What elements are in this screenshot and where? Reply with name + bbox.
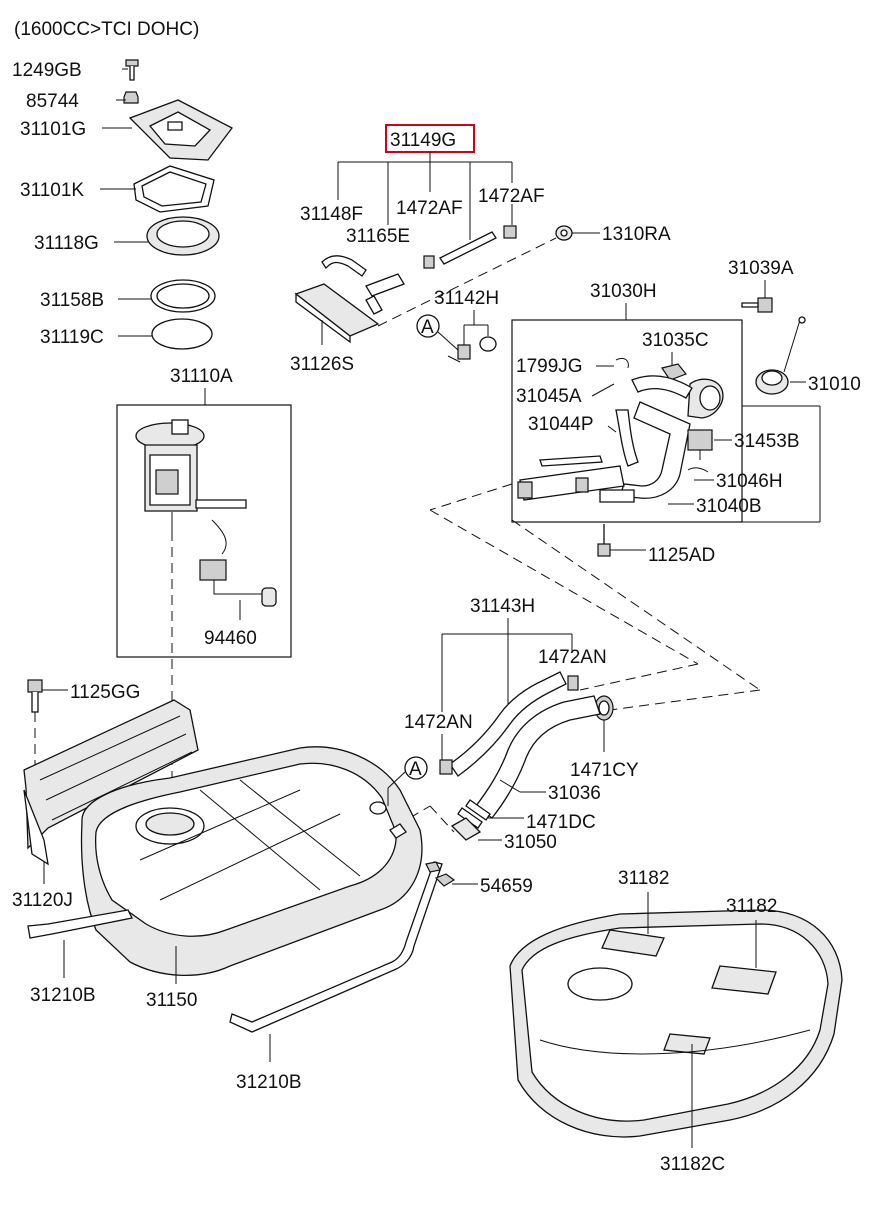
callout-54659: 54659 [480, 876, 533, 897]
callout-31010: 31010 [808, 374, 861, 395]
nut-54659 [434, 873, 456, 887]
callout-85744: 85744 [26, 91, 79, 112]
hose-31036 [475, 695, 601, 819]
cap-31035C [661, 363, 687, 381]
callout-31101K: 31101K [20, 180, 84, 201]
bolt-1125AD [597, 524, 611, 557]
fuel-tank-31150 [80, 746, 423, 977]
callout-31035C: 31035C [642, 330, 709, 351]
callout-31182C: 31182C [660, 1154, 725, 1175]
filler-neck-31040B [517, 375, 724, 503]
hose-31143H [449, 671, 567, 777]
filler-neck-box [511, 319, 743, 523]
valve-31165E [365, 273, 405, 315]
ref-A-top: A [421, 317, 434, 338]
gasket-31119C [151, 318, 213, 350]
grommet-1310RA [555, 225, 573, 241]
fuel-cap-31010 [755, 316, 806, 395]
callout-31040B: 31040B [696, 496, 762, 517]
callout-31110A: 31110A [170, 366, 233, 387]
callout-1799JG: 1799JG [516, 356, 583, 377]
cover-31101G [128, 99, 233, 161]
callout-1249GB: 1249GB [12, 60, 82, 81]
hose-31148F [321, 255, 367, 277]
callout-31210B-left: 31210B [30, 985, 96, 1006]
strap-31210B-left [27, 909, 133, 939]
callout-1310RA: 1310RA [602, 224, 671, 245]
pump-module-box [116, 404, 292, 658]
clip-1472AN-top [567, 675, 579, 691]
engine-header: (1600CC>TCI DOHC) [14, 19, 199, 40]
strap-31210B-right [229, 861, 443, 1033]
callout-31126S: 31126S [290, 354, 354, 375]
callout-1471CY: 1471CY [570, 760, 639, 781]
clip-1472AF-right [503, 225, 517, 239]
gasket-31101K [133, 165, 215, 213]
callout-1472AF-right: 1472AF [478, 186, 545, 207]
callout-94460: 94460 [204, 628, 257, 649]
callout-31182-right: 31182 [726, 896, 777, 917]
fuel-pump-module-31110A [135, 419, 247, 555]
callout-31150: 31150 [146, 990, 197, 1011]
callout-31046H: 31046H [716, 471, 783, 492]
hose-vapor [439, 231, 497, 265]
connector-31142H [457, 336, 497, 360]
nut-85744 [123, 91, 139, 104]
clip-1472AN-left [439, 759, 453, 775]
clamp-1471DC [457, 799, 491, 829]
callout-31039A: 31039A [728, 258, 794, 279]
callout-1472AF-left: 1472AF [396, 198, 463, 219]
callout-1472AN-left: 1472AN [404, 712, 473, 733]
screw-31039A [741, 297, 773, 313]
ref-A-bottom: A [409, 759, 422, 780]
hose-31046H [687, 467, 709, 473]
callout-31210B-right: 31210B [236, 1072, 302, 1093]
bolt-1125GG [27, 679, 43, 713]
hose-31044P [539, 455, 603, 467]
callout-31165E: 31165E [346, 226, 410, 247]
canister-31126S [294, 283, 380, 344]
callout-31453B: 31453B [734, 431, 800, 452]
callout-1125GG: 1125GG [70, 682, 140, 703]
ring-31118G [146, 216, 220, 256]
fuel-tank-pads-view [509, 909, 843, 1138]
callout-31118G: 31118G [34, 233, 99, 254]
callout-31148F: 31148F [300, 204, 363, 225]
callout-31030H: 31030H [590, 281, 657, 302]
callout-1472AN-top: 1472AN [538, 647, 607, 668]
bracket-31050 [450, 817, 482, 841]
callout-1471DC: 1471DC [526, 812, 596, 833]
callout-31044P: 31044P [528, 414, 594, 435]
callout-31142H: 31142H [434, 288, 499, 309]
ref-circle-A-top [416, 314, 440, 338]
callout-31036: 31036 [548, 783, 601, 804]
bolt-1249GB [125, 59, 139, 81]
callout-31120J: 31120J [12, 890, 73, 911]
callout-31045A: 31045A [516, 386, 582, 407]
ring-31158B [150, 279, 216, 313]
callout-31149G: 31149G [390, 130, 456, 151]
ref-circle-A-bottom [404, 756, 428, 780]
callout-31119C: 31119C [40, 327, 104, 348]
sensor-31453B [687, 429, 713, 460]
callout-1125AD: 1125AD [648, 545, 715, 566]
level-sender-94460 [199, 559, 277, 607]
callout-31050: 31050 [504, 832, 557, 853]
clip-1799JG [615, 357, 629, 369]
callout-31158B: 31158B [40, 290, 104, 311]
callout-31182-left: 31182 [618, 868, 669, 889]
clip-1472AF-left [423, 255, 435, 269]
callout-31101G: 31101G [20, 119, 86, 140]
callout-31143H: 31143H [470, 596, 535, 617]
